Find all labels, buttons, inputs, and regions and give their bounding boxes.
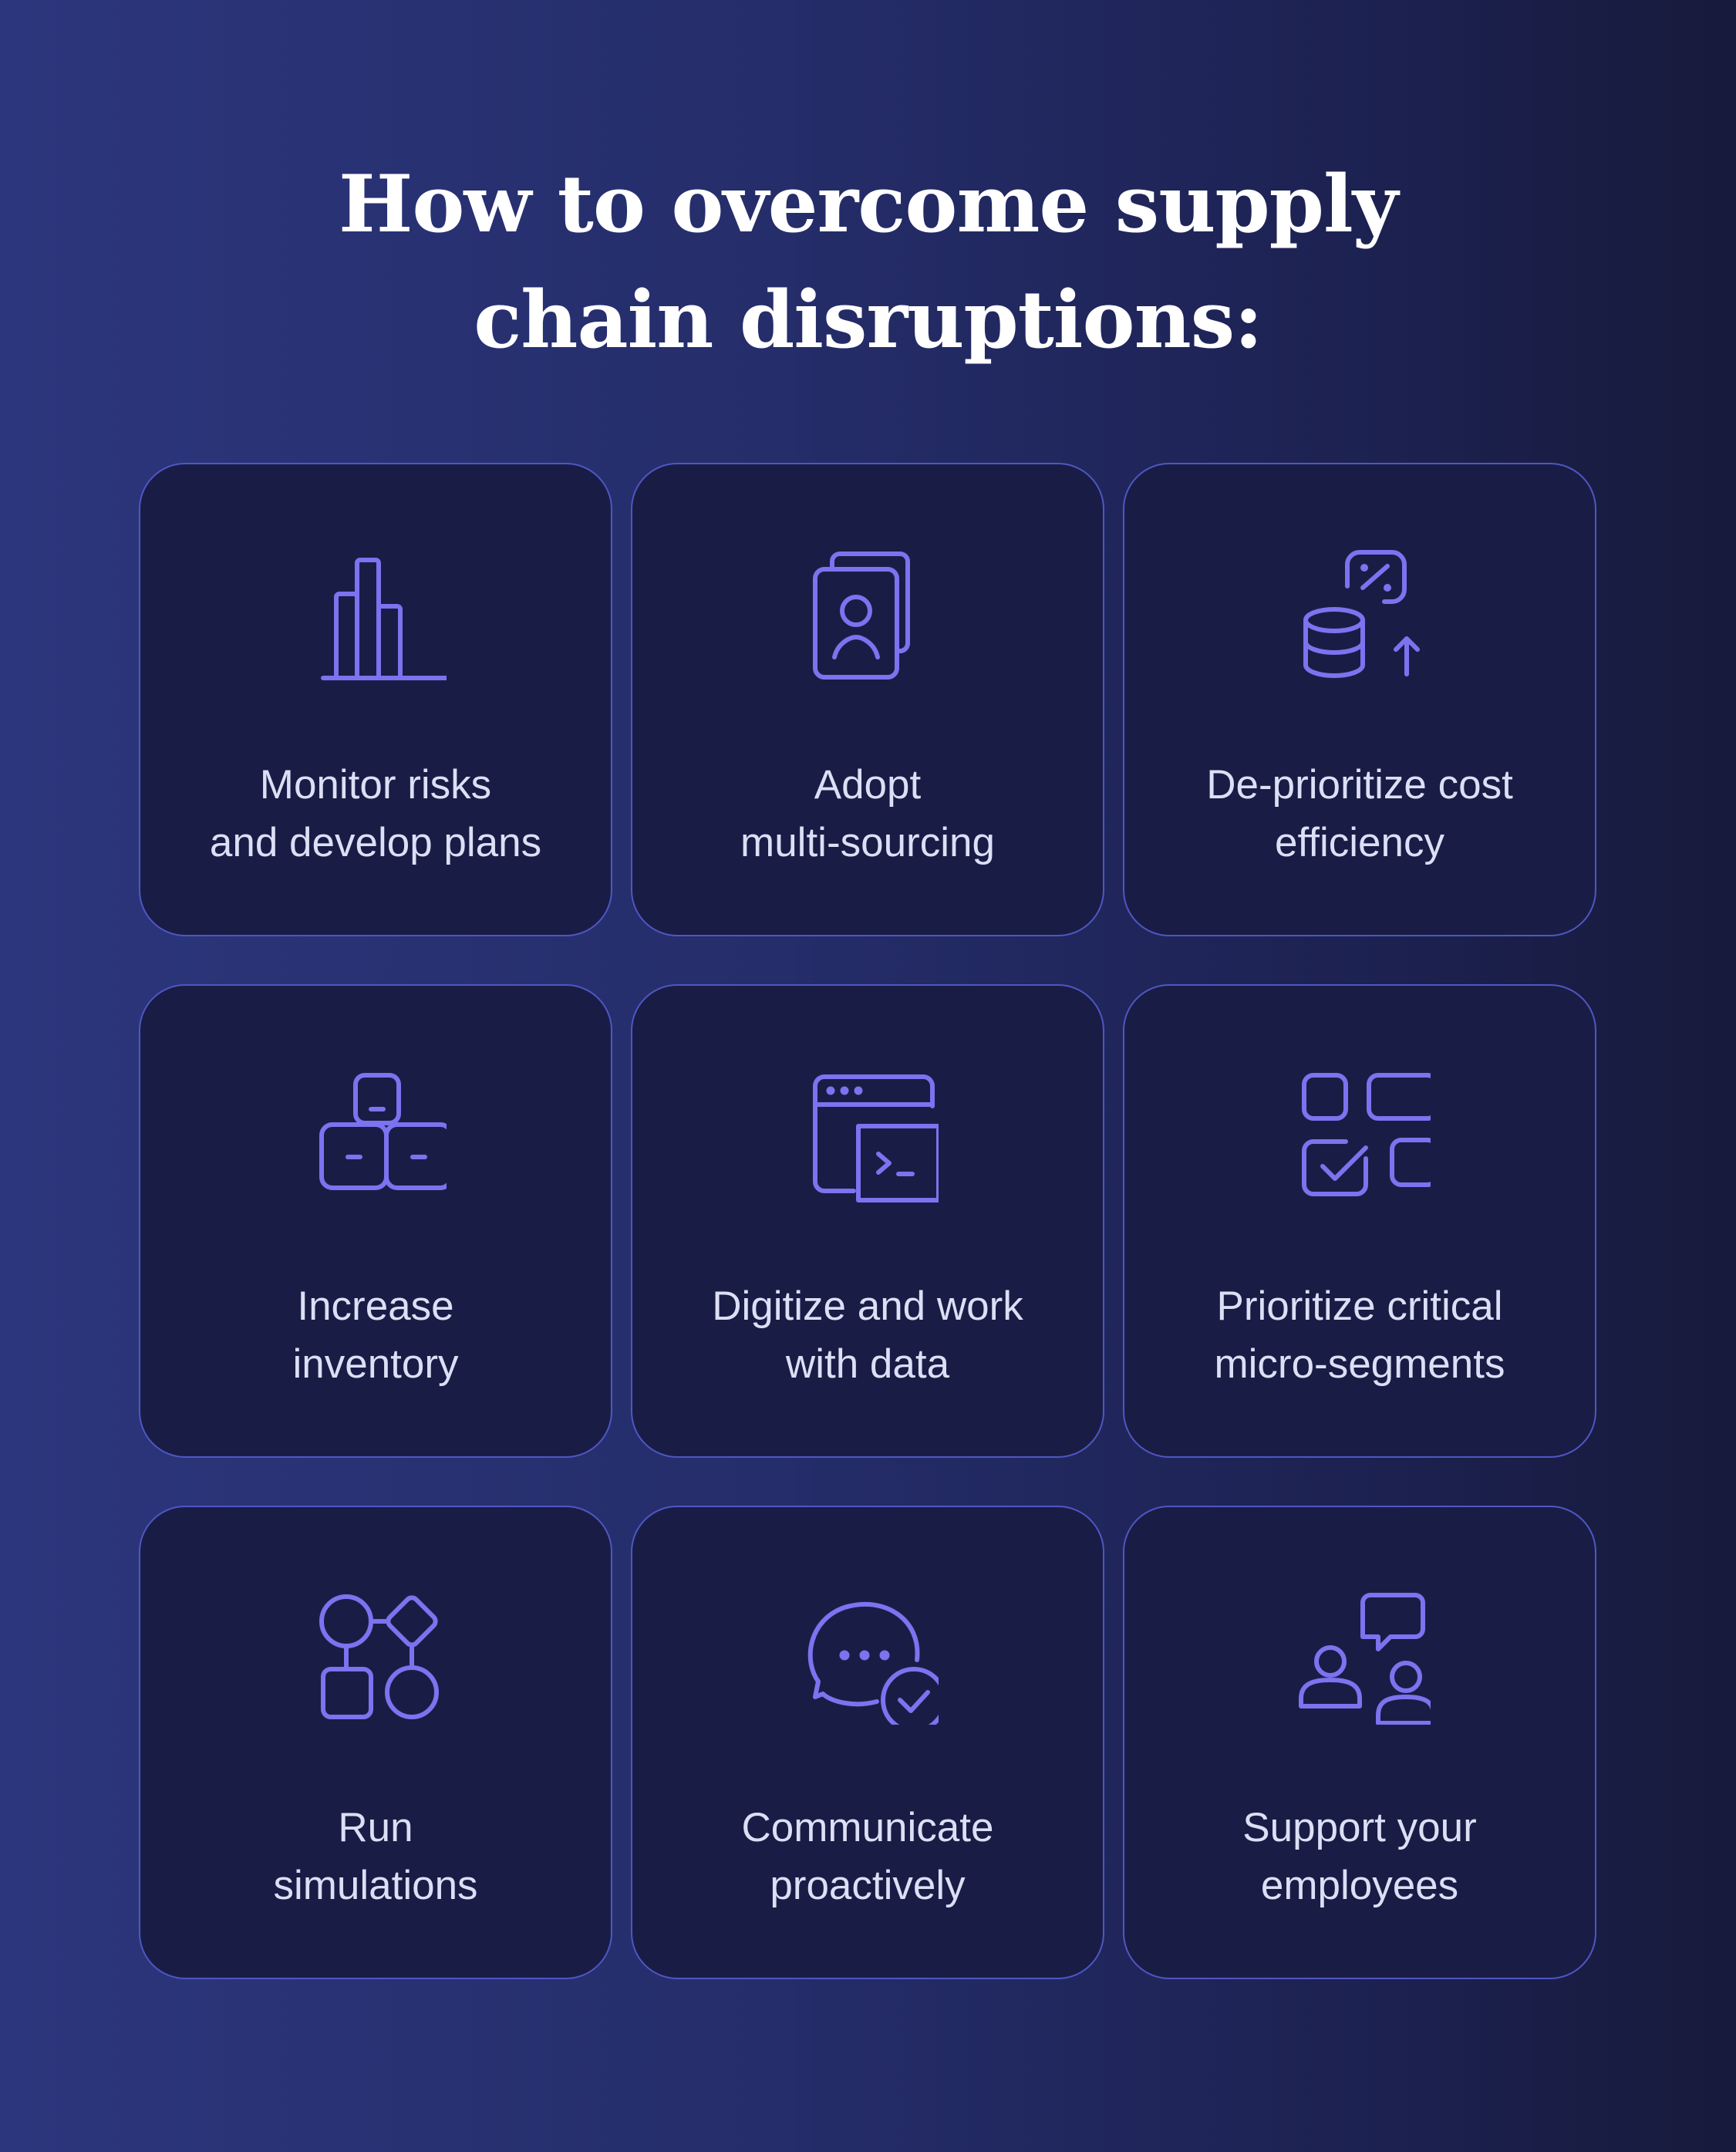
card-label-line-2: employees (1260, 1863, 1459, 1908)
card-monitor-risks: Monitor risks and develop plans (139, 463, 612, 936)
cost-percent-icon (1292, 543, 1431, 682)
card-micro-segments: Prioritize critical micro-segments (1123, 984, 1596, 1458)
card-label-line-1: Digitize and work (712, 1283, 1023, 1329)
flow-diagram-icon (308, 1586, 447, 1725)
card-label: Adopt multi-sourcing (648, 756, 1087, 872)
card-label: Communicate proactively (648, 1799, 1087, 1914)
card-label-line-2: and develop plans (209, 820, 542, 865)
people-chat-icon (1292, 1586, 1431, 1725)
profile-stack-icon (800, 543, 939, 682)
card-label: De-prioritize cost efficiency (1140, 756, 1579, 872)
page-title: How to overcome supply chain disruptions… (0, 147, 1736, 378)
browser-terminal-icon (800, 1064, 939, 1203)
card-label-line-2: efficiency (1275, 820, 1444, 865)
card-increase-inventory: Increase inventory (139, 984, 612, 1458)
chat-check-icon (800, 1586, 939, 1725)
card-label: Monitor risks and develop plans (156, 756, 595, 872)
title-line-2: chain disruptions: (474, 274, 1263, 366)
segments-check-icon (1292, 1064, 1431, 1203)
card-label-line-2: simulations (273, 1863, 478, 1908)
card-label-line-2: inventory (292, 1341, 459, 1387)
card-label-line-2: multi-sourcing (740, 820, 995, 865)
card-label-line-1: Adopt (814, 762, 922, 808)
card-multi-sourcing: Adopt multi-sourcing (631, 463, 1104, 936)
card-label: Run simulations (156, 1799, 595, 1914)
card-label-line-2: proactively (770, 1863, 966, 1908)
card-label-line-1: Increase (297, 1283, 454, 1329)
stacked-boxes-icon (308, 1064, 447, 1203)
card-label-line-1: Prioritize critical (1216, 1283, 1503, 1329)
card-run-simulations: Run simulations (139, 1506, 612, 1979)
card-label-line-1: De-prioritize cost (1206, 762, 1513, 808)
card-label: Increase inventory (156, 1277, 595, 1393)
card-communicate: Communicate proactively (631, 1506, 1104, 1979)
title-line-1: How to overcome supply (338, 158, 1398, 251)
strategy-grid: Monitor risks and develop plans Adopt mu… (139, 463, 1596, 1979)
card-support-employees: Support your employees (1123, 1506, 1596, 1979)
card-label-line-2: with data (785, 1341, 950, 1387)
card-cost-efficiency: De-prioritize cost efficiency (1123, 463, 1596, 936)
card-label-line-1: Support your (1242, 1805, 1477, 1850)
card-label: Prioritize critical micro-segments (1140, 1277, 1579, 1393)
card-label-line-1: Run (338, 1805, 413, 1850)
bar-chart-icon (308, 543, 447, 682)
card-label-line-1: Monitor risks (259, 762, 492, 808)
card-digitize-data: Digitize and work with data (631, 984, 1104, 1458)
card-label: Support your employees (1140, 1799, 1579, 1914)
card-label: Digitize and work with data (648, 1277, 1087, 1393)
card-label-line-1: Communicate (741, 1805, 994, 1850)
card-label-line-2: micro-segments (1214, 1341, 1505, 1387)
